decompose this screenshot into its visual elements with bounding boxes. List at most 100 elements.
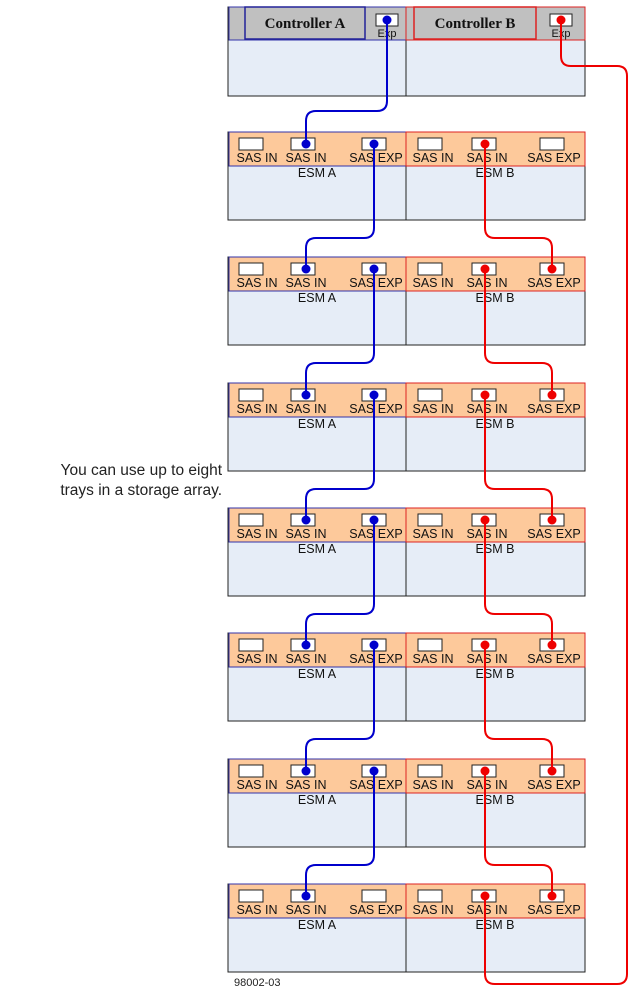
blue-cable [305, 20, 388, 144]
blue-cable-end [301, 640, 311, 650]
sas-port-label: SAS EXP [349, 527, 403, 541]
esm-a-label: ESM A [298, 667, 337, 681]
sas-port [417, 764, 443, 778]
sas-port-label: SAS IN [286, 151, 327, 165]
sas-port-label: SAS IN [286, 652, 327, 666]
sas-port-label: SAS EXP [527, 276, 581, 290]
red-cable-end [547, 390, 557, 400]
note-text: You can use up to eight trays in a stora… [4, 461, 222, 501]
sas-port-label: SAS EXP [527, 778, 581, 792]
blue-cable-end [301, 264, 311, 274]
red-cable [484, 144, 553, 269]
sas-port-label: SAS IN [413, 903, 454, 917]
red-cable-end [556, 15, 566, 25]
note-line-1: You can use up to eight [60, 462, 222, 479]
esm-a-label: ESM A [298, 918, 337, 932]
sas-port-label: SAS IN [467, 402, 508, 416]
esm-b-label: ESM B [476, 166, 515, 180]
esm-a-label: ESM A [298, 166, 337, 180]
red-cable-end [547, 264, 557, 274]
esm-b-label: ESM B [476, 542, 515, 556]
esm-a-label: ESM A [298, 291, 337, 305]
blue-cable [305, 269, 375, 395]
sas-port-label: SAS IN [237, 151, 278, 165]
esm-b-label: ESM B [476, 793, 515, 807]
red-cable-end [547, 891, 557, 901]
sas-port-label: SAS IN [237, 903, 278, 917]
sas-port [539, 137, 565, 151]
red-cable-end [547, 515, 557, 525]
blue-cable [305, 771, 375, 896]
esm-a-label: ESM A [298, 417, 337, 431]
sas-port [417, 638, 443, 652]
red-cable-end [480, 390, 490, 400]
red-cable-end [480, 640, 490, 650]
sas-port-label: SAS IN [237, 652, 278, 666]
sas-port-label: SAS IN [467, 151, 508, 165]
sas-port-label: SAS IN [237, 527, 278, 541]
controller-b-label: Controller B [435, 16, 516, 32]
sas-port-label: SAS EXP [349, 652, 403, 666]
red-cable [484, 395, 553, 520]
blue-cable [305, 520, 375, 645]
blue-cable-end [301, 390, 311, 400]
sas-port-label: SAS IN [413, 276, 454, 290]
red-cable [484, 771, 553, 896]
figure-id: 98002-03 [234, 977, 281, 989]
esm-b-label: ESM B [476, 417, 515, 431]
drive-tray: SAS IN SAS IN SAS EXP SAS IN SAS IN SAS EXP ES… [227, 883, 586, 973]
sas-port [238, 388, 264, 402]
sas-port-label: SAS EXP [349, 151, 403, 165]
blue-cable-end [301, 891, 311, 901]
sas-port-label: SAS EXP [349, 778, 403, 792]
sas-port [238, 137, 264, 151]
sas-port-label: SAS EXP [349, 276, 403, 290]
sas-port-label: SAS IN [286, 527, 327, 541]
sas-port-label: SAS IN [237, 276, 278, 290]
blue-cable [305, 144, 375, 269]
red-cable-end [480, 264, 490, 274]
sas-port [238, 513, 264, 527]
sas-port-label: SAS EXP [349, 903, 403, 917]
controller-b-box [413, 6, 537, 40]
sas-port-label: SAS IN [413, 778, 454, 792]
controller-tray: Controller A Exp Controller B Exp [227, 6, 586, 97]
red-cable [484, 645, 553, 771]
blue-cable-end [382, 15, 392, 25]
esm-a-label: ESM A [298, 542, 337, 556]
red-cable-end [480, 891, 490, 901]
red-cable [484, 269, 553, 395]
sas-port [238, 638, 264, 652]
cables [301, 15, 628, 985]
sas-port-label: SAS IN [467, 527, 508, 541]
sas-port-label: SAS IN [413, 402, 454, 416]
esm-b-label: ESM B [476, 291, 515, 305]
sas-port-label: SAS IN [237, 778, 278, 792]
sas-port-label: SAS EXP [527, 903, 581, 917]
sas-port-label: SAS IN [413, 527, 454, 541]
sas-port-label: SAS EXP [527, 402, 581, 416]
sas-port-label: SAS EXP [527, 527, 581, 541]
red-cable-end [480, 139, 490, 149]
sas-port [238, 764, 264, 778]
blue-cable-end [369, 390, 379, 400]
sas-port-label: SAS IN [237, 402, 278, 416]
sas-port-label: SAS IN [467, 276, 508, 290]
sas-port-label: SAS EXP [349, 402, 403, 416]
blue-cable [305, 395, 375, 520]
sas-port-label: SAS EXP [527, 151, 581, 165]
sas-port-label: SAS IN [286, 903, 327, 917]
sas-port-label: SAS IN [467, 903, 508, 917]
sas-port [417, 262, 443, 276]
sas-port-label: SAS IN [286, 276, 327, 290]
sas-port [238, 262, 264, 276]
note-line-2: trays in a storage array. [60, 482, 222, 499]
sas-port-label: SAS IN [467, 652, 508, 666]
sas-port [417, 889, 443, 903]
blue-cable-end [369, 264, 379, 274]
sas-port-label: SAS IN [413, 151, 454, 165]
sas-port [417, 513, 443, 527]
